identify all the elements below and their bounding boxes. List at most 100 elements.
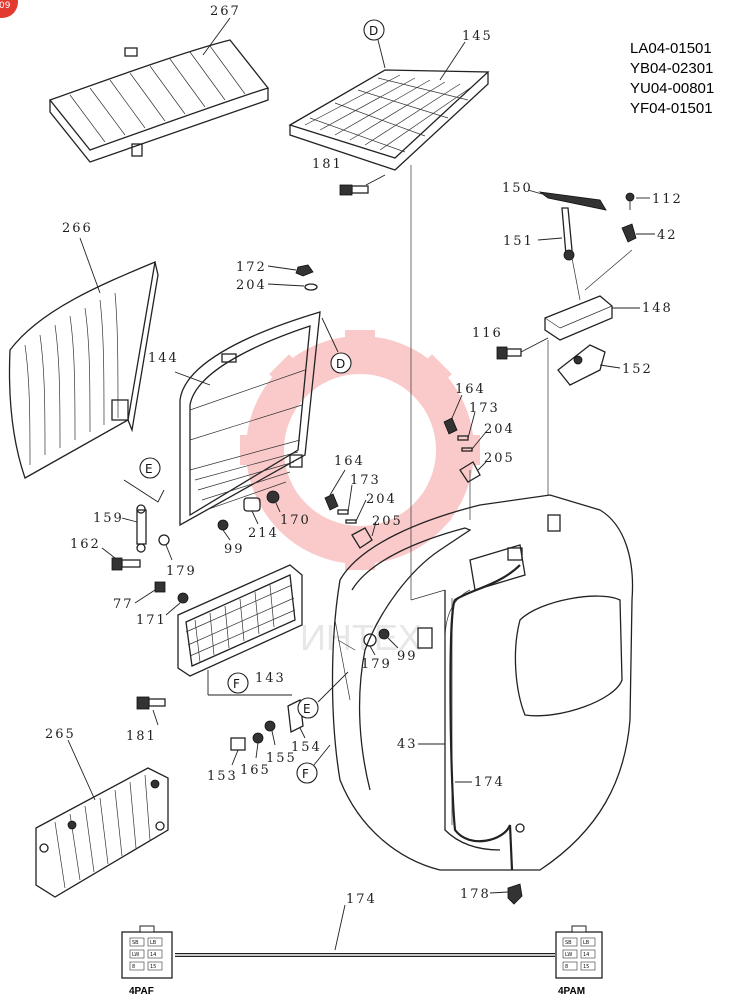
leader-line bbox=[202, 17, 231, 56]
part-label: 43 bbox=[397, 737, 418, 752]
part-214-bolt bbox=[243, 497, 261, 525]
part-label: 165 bbox=[240, 763, 271, 778]
part-label: 173 bbox=[350, 473, 381, 488]
diagram-label: F bbox=[302, 767, 309, 781]
pin-label: 15 bbox=[583, 964, 589, 970]
pin-label: 14 bbox=[150, 952, 156, 958]
part-179-washer bbox=[158, 534, 173, 561]
connector-4paf: SB LB LW 14 8 15 4PAF bbox=[121, 925, 173, 997]
leader-line bbox=[174, 371, 211, 386]
callout-d-mid: D bbox=[321, 317, 352, 374]
pin-label: LB bbox=[583, 940, 590, 946]
part-label: 77 bbox=[113, 597, 134, 612]
serial-number: LA04-01501 bbox=[630, 40, 712, 57]
part-label: 148 bbox=[642, 301, 673, 316]
part-label: 214 bbox=[248, 526, 279, 541]
part-label: 99 bbox=[397, 649, 418, 664]
diagram-label: E bbox=[303, 702, 311, 716]
part-label: 153 bbox=[207, 769, 238, 784]
part-153-bolt bbox=[230, 737, 246, 766]
serial-number-list: LA04-01501 YB04-02301 YU04-00801 YF04-01… bbox=[630, 40, 714, 117]
pin-label: 8 bbox=[565, 964, 568, 970]
part-label: 179 bbox=[166, 564, 197, 579]
part-label: 174 bbox=[346, 892, 377, 907]
part-label: 159 bbox=[93, 511, 124, 526]
part-174-harness-cab bbox=[449, 564, 525, 871]
pin-label: SB bbox=[132, 940, 139, 946]
callout-e-left: E bbox=[123, 457, 165, 503]
part-170-nut bbox=[266, 490, 281, 513]
part-label: 151 bbox=[503, 234, 534, 249]
part-42-clip bbox=[621, 223, 655, 243]
pin-label: LB bbox=[150, 940, 157, 946]
part-label: 265 bbox=[45, 727, 76, 742]
callout-f-cab: F bbox=[296, 744, 331, 784]
connector-name: 4PAF bbox=[129, 986, 154, 997]
part-label: 143 bbox=[255, 671, 286, 686]
connector-4pam: SB LB LW 14 8 15 4PAM bbox=[555, 925, 603, 997]
part-label: 178 bbox=[460, 887, 491, 902]
connector-name: 4PAM bbox=[558, 986, 585, 997]
leader-line bbox=[439, 41, 466, 81]
part-112-screw bbox=[625, 192, 650, 210]
part-label: 181 bbox=[312, 157, 343, 172]
assembly-guide-lines bbox=[410, 165, 549, 601]
corner-badge-text: 09 bbox=[0, 1, 11, 11]
part-172-nut bbox=[267, 264, 314, 277]
part-143-lower-panel bbox=[177, 564, 303, 677]
part-174-harness-bottom bbox=[175, 904, 555, 957]
serial-number: YB04-02301 bbox=[630, 60, 713, 77]
part-label: 204 bbox=[484, 422, 515, 437]
part-label: 266 bbox=[62, 221, 93, 236]
part-label: 267 bbox=[210, 4, 241, 19]
callout-e-cab: E bbox=[297, 671, 349, 719]
part-144-door-window bbox=[179, 311, 321, 527]
callout-d-top: D bbox=[363, 19, 386, 69]
pin-label: SB bbox=[565, 940, 572, 946]
part-162-bolt bbox=[101, 547, 141, 571]
hinge-fastener-set-center bbox=[324, 469, 377, 549]
part-label: 174 bbox=[474, 775, 505, 790]
part-265-bottom-grille bbox=[35, 767, 169, 898]
pin-label: 8 bbox=[132, 964, 135, 970]
leader-line bbox=[79, 237, 101, 294]
part-266-side-grille bbox=[8, 260, 159, 479]
part-label: 204 bbox=[366, 492, 397, 507]
part-label: 205 bbox=[372, 514, 403, 529]
serial-number: YF04-01501 bbox=[630, 100, 713, 117]
part-label: 179 bbox=[361, 657, 392, 672]
part-155-nut bbox=[264, 720, 276, 746]
pin-label: 15 bbox=[150, 964, 156, 970]
part-148-wiper-motor bbox=[544, 249, 640, 341]
part-label: 144 bbox=[148, 351, 179, 366]
part-label: 99 bbox=[224, 542, 245, 557]
part-label: 155 bbox=[266, 751, 297, 766]
diagram-label: E bbox=[145, 462, 153, 476]
part-label: 171 bbox=[136, 613, 167, 628]
watermark-text: ИНТЕХ bbox=[300, 617, 422, 658]
part-label: 116 bbox=[472, 326, 503, 341]
part-165-washer bbox=[252, 732, 264, 759]
part-label: 204 bbox=[236, 278, 267, 293]
diagram-label: D bbox=[336, 357, 345, 371]
part-178-clip bbox=[489, 883, 523, 905]
pin-label: LW bbox=[132, 952, 139, 958]
part-label: 172 bbox=[236, 260, 267, 275]
part-label: 170 bbox=[280, 513, 311, 528]
part-145-screen bbox=[288, 69, 490, 171]
part-label: 205 bbox=[484, 451, 515, 466]
part-99-washer bbox=[217, 519, 231, 541]
hinge-fastener-set-right bbox=[443, 394, 487, 483]
corner-badge: 09 bbox=[0, 0, 18, 18]
part-label: 145 bbox=[462, 29, 493, 44]
pin-label: 14 bbox=[583, 952, 589, 958]
part-label: 154 bbox=[291, 740, 322, 755]
part-label: 42 bbox=[657, 228, 678, 243]
part-179-washer-right bbox=[363, 633, 377, 656]
leader-line bbox=[67, 739, 96, 801]
diagram-label: D bbox=[369, 24, 378, 38]
part-116-bolt bbox=[496, 337, 549, 360]
part-154-plate bbox=[287, 699, 306, 739]
